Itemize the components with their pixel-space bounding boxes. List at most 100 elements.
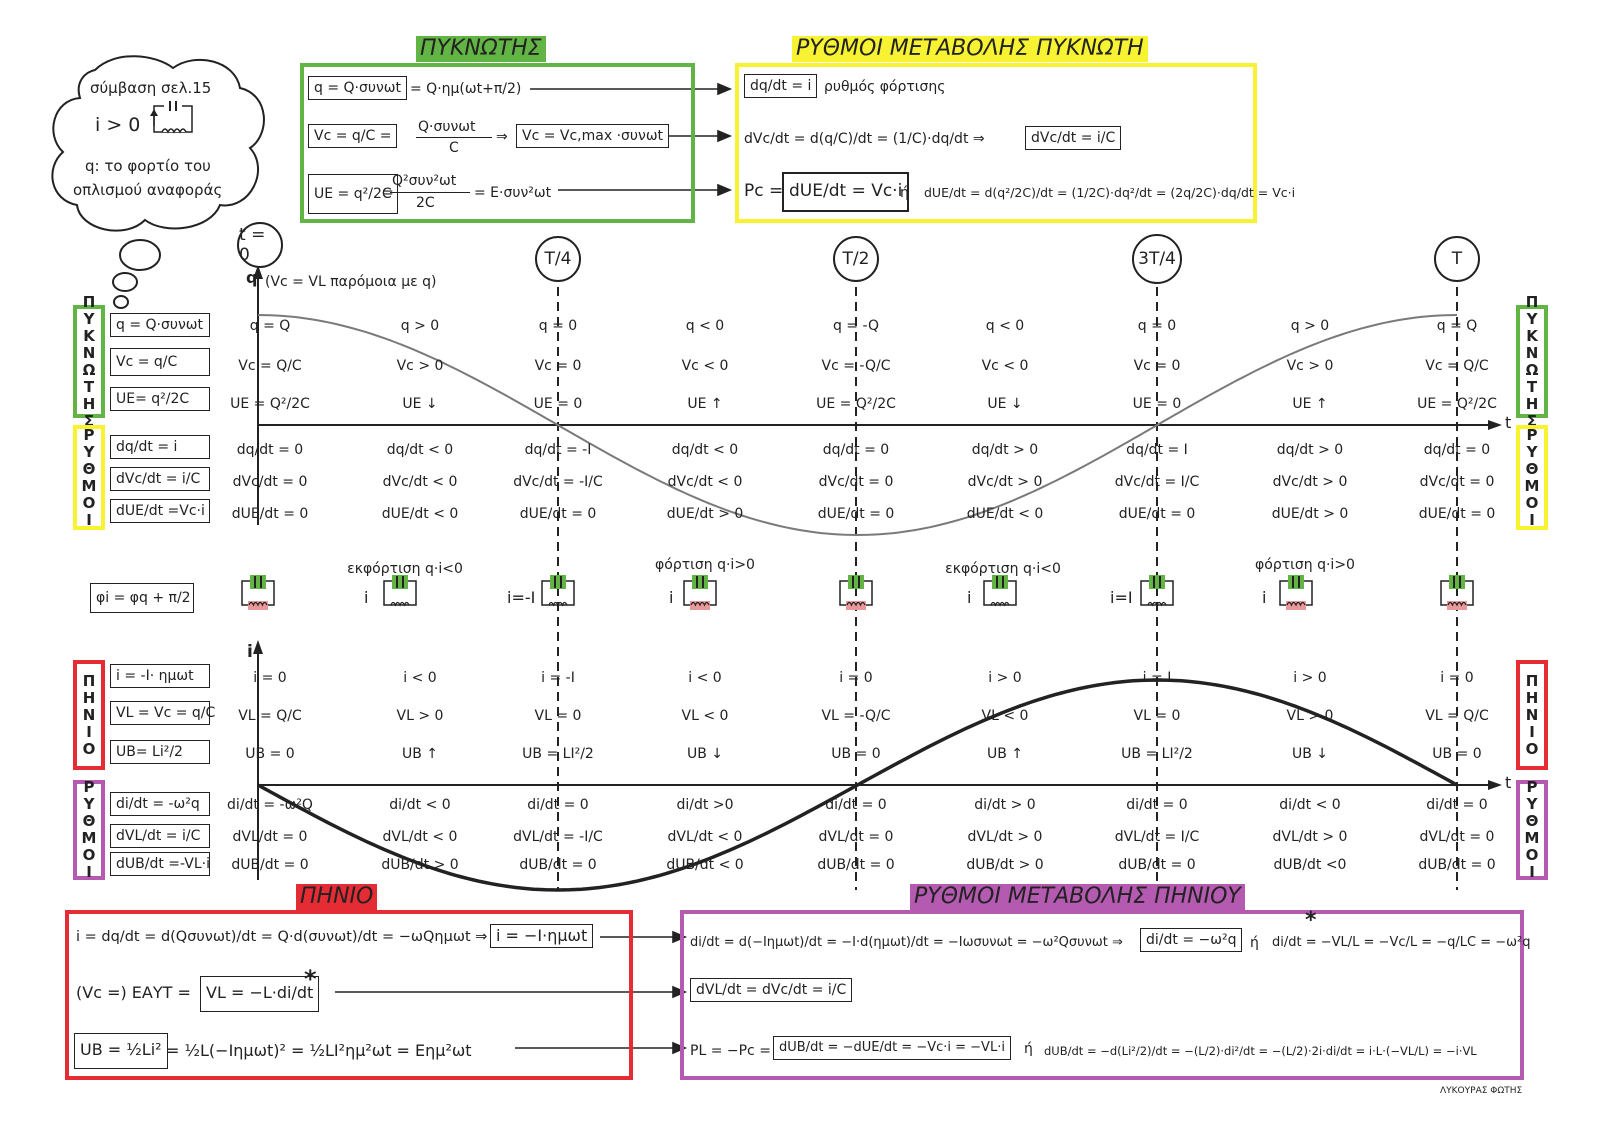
cap-ue-formula: UE = q²/2C xyxy=(308,174,398,214)
cap-vc-arrow: ⇒ xyxy=(496,129,508,145)
side-letter: Υ xyxy=(83,309,95,328)
rate-dvc-result: dVc/dt = i/C xyxy=(1025,126,1122,150)
grid-q-0: q = Q xyxy=(249,318,291,334)
time-circle-t0: t = 0 xyxy=(237,222,283,268)
grid-ue-7: UE ↑ xyxy=(1292,396,1328,412)
grid-i-6: i = I xyxy=(1142,670,1172,686)
side-letter: Ι xyxy=(1529,510,1535,529)
rate-di-star: * xyxy=(1305,908,1317,933)
grid-ub-1: UB ↑ xyxy=(401,746,439,762)
grid-ub-8: UB = 0 xyxy=(1432,746,1482,762)
grid-q-3: q < 0 xyxy=(685,318,725,334)
grid-due-2: dUE/dt = 0 xyxy=(519,506,597,522)
rate-di-derivation: di/dt = d(−Iημωt)/dt = −I·d(ημωt)/dt = −… xyxy=(690,935,1123,950)
grid-i-0: i = 0 xyxy=(253,670,287,686)
left-rate-dvl: dVL/dt = i/C xyxy=(110,824,210,848)
side-letter: Ν xyxy=(1525,705,1539,724)
grid-vl-6: VL = 0 xyxy=(1133,708,1181,724)
grid-i-5: i > 0 xyxy=(988,670,1022,686)
left-ind-i: i = -I· ημωt xyxy=(110,664,210,688)
grid-dq-5: dq/dt > 0 xyxy=(971,442,1039,458)
grid-dvc-5: dVc/dt > 0 xyxy=(967,474,1043,490)
lc-circuit-5 xyxy=(983,575,1017,607)
grid-di-7: di/dt < 0 xyxy=(1279,797,1341,813)
side-letter: Ο xyxy=(82,493,96,512)
grid-vl-3: VL < 0 xyxy=(681,708,729,724)
grid-dvc-8: dVc/dt = 0 xyxy=(1419,474,1495,490)
rate-pc-or: ή xyxy=(900,185,909,201)
grid-q-7: q > 0 xyxy=(1290,318,1330,334)
grid-dvc-4: dVc/dt = 0 xyxy=(818,474,894,490)
lc-circuit-3 xyxy=(683,575,717,610)
lc-circuit-4 xyxy=(839,575,873,610)
grid-q-4: q = -Q xyxy=(832,318,880,334)
grid-ue-3: UE ↑ xyxy=(687,396,723,412)
side-letter: Θ xyxy=(1525,812,1539,830)
left-rate-dub: dUB/dt =-VL·i xyxy=(110,852,210,876)
side-letter: Σ xyxy=(1526,411,1538,430)
i-sine-curve xyxy=(257,678,1458,892)
grid-dub-4: dUB/dt = 0 xyxy=(817,857,895,873)
grid-di-4: di/dt = 0 xyxy=(825,797,887,813)
grid-dq-1: dq/dt < 0 xyxy=(386,442,454,458)
grid-dvl-0: dVL/dt = 0 xyxy=(232,829,308,845)
side-letter: Τ xyxy=(1526,377,1538,396)
side-letter: Ν xyxy=(1525,343,1539,362)
grid-dub-3: dUB/dt < 0 xyxy=(666,857,744,873)
grid-di-6: di/dt = 0 xyxy=(1126,797,1188,813)
q-cosine-curve xyxy=(257,314,1458,537)
rate-pc-result: dUE/dt = Vc·i xyxy=(782,172,910,212)
grid-ue-5: UE ↓ xyxy=(987,396,1023,412)
rate-dvc-derivation: dVc/dt = d(q/C)/dt = (1/C)·dq/dt ⇒ xyxy=(744,131,985,147)
side-letter: Θ xyxy=(82,459,96,478)
side-letter: Υ xyxy=(1526,795,1538,813)
grid-vc-0: Vc = Q/C xyxy=(238,358,302,374)
t-label-bottom: t xyxy=(1505,773,1512,792)
side-letter: Ι xyxy=(86,722,92,741)
cap-rates-header: ΡΥΘΜΟΙ ΜΕΤΑΒΟΛΗΣ ΠΥΚΝΩΤΗ xyxy=(792,36,1148,62)
grid-q-5: q < 0 xyxy=(985,318,1025,334)
grid-di-5: di/dt > 0 xyxy=(974,797,1036,813)
grid-dub-8: dUB/dt = 0 xyxy=(1418,857,1496,873)
capacitor-box xyxy=(300,63,695,223)
rate-pc-label: Pc = xyxy=(744,181,784,201)
ind-rates-header: ΡΥΘΜΟΙ ΜΕΤΑΒΟΛΗΣ ΠΗΝΙΟΥ xyxy=(910,884,1245,910)
grid-dq-2: dq/dt = -I xyxy=(524,442,592,458)
grid-dvl-7: dVL/dt > 0 xyxy=(1272,829,1348,845)
circuit-caption-0: εκφόρτιση q·i<0 xyxy=(347,561,463,577)
lc-circuit-2 xyxy=(541,575,575,607)
grid-dvl-2: dVL/dt = -I/C xyxy=(513,829,603,845)
rate-dvl-result: dVL/dt = dVc/dt = i/C xyxy=(690,978,853,1002)
grid-vl-5: VL < 0 xyxy=(981,708,1029,724)
grid-dvl-8: dVL/dt = 0 xyxy=(1419,829,1495,845)
side-letter: Η xyxy=(1525,688,1539,707)
left-ind-vl: VL = Vc = q/C xyxy=(110,701,215,725)
grid-vc-2: Vc = 0 xyxy=(534,358,582,374)
rate-di-alt: di/dt = −VL/L = −Vc/L = −q/LC = −ω²q xyxy=(1272,935,1531,950)
grid-ue-1: UE ↓ xyxy=(402,396,438,412)
side-letter: Π xyxy=(1525,292,1539,311)
cap-vc-result: Vc = Vc,max ·συνωt xyxy=(516,124,670,148)
grid-dub-0: dUB/dt = 0 xyxy=(231,857,309,873)
left-cap-vc: Vc = q/C xyxy=(110,348,210,376)
time-circle-t: T xyxy=(1434,236,1480,282)
grid-dvc-3: dVc/dt < 0 xyxy=(667,474,743,490)
grid-ue-4: UE = Q²/2C xyxy=(816,396,896,412)
ind-ub-derivation: = ½L(−Iημωt)² = ½LI²ημ²ωt = Eημ²ωt xyxy=(166,1041,472,1060)
grid-dub-6: dUB/dt = 0 xyxy=(1118,857,1196,873)
grid-di-0: di/dt = -ω²Q xyxy=(227,797,313,813)
time-circle-t4: T/4 xyxy=(535,236,581,282)
cap-ue-num: Q²συν²ωt xyxy=(392,173,457,189)
side-letter: Π xyxy=(82,671,96,690)
side-letter: Ο xyxy=(1525,493,1539,512)
side-letter: Μ xyxy=(1524,476,1540,495)
grid-q-1: q > 0 xyxy=(400,318,440,334)
t-label-top: t xyxy=(1505,413,1512,432)
side-letter: Μ xyxy=(81,476,97,495)
grid-due-4: dUE/dt = 0 xyxy=(817,506,895,522)
thought-line-4: οπλισμού αναφοράς xyxy=(73,181,223,199)
time-circle-t2: T/2 xyxy=(833,236,879,282)
grid-dvl-5: dVL/dt > 0 xyxy=(967,829,1043,845)
